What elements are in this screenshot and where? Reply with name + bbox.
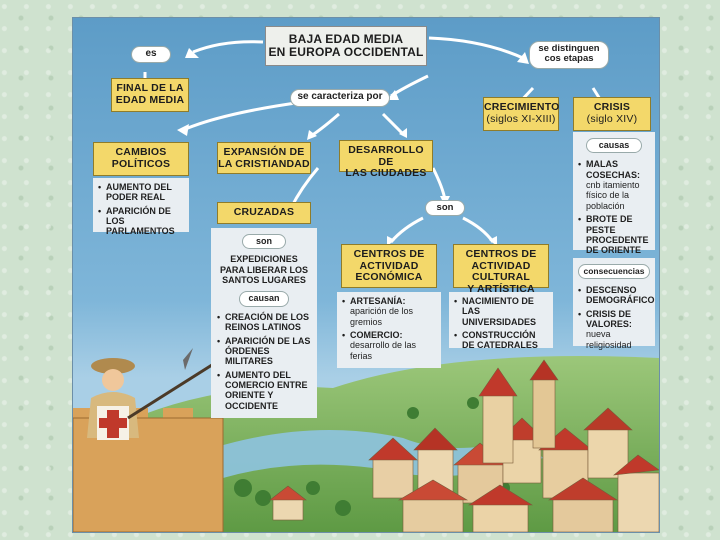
crisis-title: CRISIS xyxy=(593,101,631,113)
crecimiento-dates: (siglos XI-XIII) xyxy=(486,112,556,125)
cult-line-1: CENTROS DE xyxy=(465,248,537,260)
eco-line-1: CENTROS DE xyxy=(353,248,425,260)
cruzadas-box: CRUZADAS xyxy=(217,202,311,224)
expansion-cristiandad-box: EXPANSIÓN DE LA CRISTIANDAD xyxy=(217,142,311,174)
consecuencias-pill: consecuencias xyxy=(578,264,650,279)
link-son-center-text: son xyxy=(436,202,454,213)
causa-1-rest: cnb itamiento físico de la población xyxy=(586,180,640,211)
cambios-item-1: AUMENTO DEL PODER REAL xyxy=(98,182,184,203)
medieval-landscape-illustration xyxy=(73,348,659,532)
consecuencia-2-head: CRISIS DE VALORES: xyxy=(586,308,632,329)
cambios-politicos-box: CAMBIOS POLÍTICOS xyxy=(93,142,189,176)
causan-item-1: CREACIÓN DE LOS REINOS LATINOS xyxy=(217,312,311,333)
consecuencia-item-1: DESCENSO DEMOGRÁFICO xyxy=(578,285,655,306)
cambios-line-2: POLÍTICOS xyxy=(111,157,171,170)
concept-map-poster: BAJA EDAD MEDIA EN EUROPA OCCIDENTAL es … xyxy=(72,17,660,533)
causa-2-head: BROTE DE PESTE PROCEDENTE DE ORIENTE xyxy=(586,214,649,256)
cambios-items-panel: AUMENTO DEL PODER REAL APARICIÓN DE LOS … xyxy=(93,178,189,236)
expediciones-text: EXPEDICIONES PARA LIBERAR LOS SANTOS LUG… xyxy=(219,254,308,286)
link-se-distinguen-line-2: cos etapas xyxy=(544,52,594,64)
desarrollo-line-2: LAS CIUDADES xyxy=(345,167,427,180)
consecuencias-pill-text: consecuencias xyxy=(583,266,645,276)
eco-item-1-head: ARTESANÍA: xyxy=(350,296,406,306)
causan-pill-text: causan xyxy=(248,293,280,304)
causan-item-3: AUMENTO DEL COMERCIO ENTRE ORIENTE Y OCC… xyxy=(217,370,311,411)
final-line-1: FINAL DE LA xyxy=(116,82,184,94)
consecuencia-item-2: CRISIS DE VALORES: nueva religiosidad xyxy=(578,309,650,350)
expansion-line-2: LA CRISTIANDAD xyxy=(218,157,310,170)
son-pill-left-text: son xyxy=(255,236,272,246)
centros-cultural-box: CENTROS DE ACTIVIDAD CULTURAL Y ARTÍSTIC… xyxy=(453,244,549,294)
eco-item-2: COMERCIO: desarrollo de las ferias xyxy=(342,330,436,361)
link-son-center: son xyxy=(425,200,465,216)
final-edad-media-box: FINAL DE LA EDAD MEDIA xyxy=(111,78,189,112)
causan-pill: causan xyxy=(239,291,289,307)
eco-item-1: ARTESANÍA: aparición de los gremios xyxy=(342,296,436,327)
link-es: es xyxy=(131,46,171,63)
link-se-caracteriza: se caracteriza por xyxy=(290,89,390,107)
crisis-dates: (siglo XIV) xyxy=(586,112,638,125)
title-box: BAJA EDAD MEDIA EN EUROPA OCCIDENTAL xyxy=(265,26,427,66)
causas-pill: causas xyxy=(586,138,642,154)
cambios-line-1: CAMBIOS xyxy=(115,146,167,158)
desarrollo-line-1: DESARROLLO DE xyxy=(348,144,424,168)
causan-item-2: APARICIÓN DE LAS ÓRDENES MILITARES xyxy=(217,336,311,367)
causa-item-2: BROTE DE PESTE PROCEDENTE DE ORIENTE xyxy=(578,214,650,255)
cruzadas-text: CRUZADAS xyxy=(233,206,295,218)
cult-item-2: CONSTRUCCIÓN DE CATEDRALES xyxy=(454,330,548,351)
cult-item-1: NACIMIENTO DE LAS UNIVERSIDADES xyxy=(454,296,548,327)
eco-item-1-rest: aparición de los gremios xyxy=(350,306,414,327)
final-line-2: EDAD MEDIA xyxy=(115,93,185,106)
title-line-2: EN EUROPA OCCIDENTAL xyxy=(268,45,424,60)
crisis-box: CRISIS (siglo XIV) xyxy=(573,97,651,131)
link-se-distinguen: se distinguen cos etapas xyxy=(529,41,609,69)
crecimiento-box: CRECIMIENTO (siglos XI-XIII) xyxy=(483,97,559,131)
expansion-line-1: EXPANSIÓN DE xyxy=(223,146,305,158)
cult-line-2: ACTIVIDAD CULTURAL xyxy=(471,259,531,284)
link-se-distinguen-line-1: se distinguen xyxy=(538,43,600,54)
link-se-caracteriza-text: se caracteriza por xyxy=(297,91,383,102)
consecuencia-2-rest: nueva religiosidad xyxy=(586,329,632,350)
economica-items-panel: ARTESANÍA: aparición de los gremios COME… xyxy=(337,292,441,368)
crisis-consequences-panel: consecuencias DESCENSO DEMOGRÁFICO CRISI… xyxy=(573,258,655,350)
cult-line-3: Y ARTÍSTICA xyxy=(467,282,535,295)
crisis-causes-panel: causas MALAS COSECHAS: cnb itamiento fís… xyxy=(573,132,655,255)
son-pill-left: son xyxy=(242,234,286,250)
causa-item-1: MALAS COSECHAS: cnb itamiento físico de … xyxy=(578,159,650,211)
eco-line-3: ECONÓMICA xyxy=(355,271,423,284)
causas-pill-text: causas xyxy=(598,140,630,150)
eco-item-2-head: COMERCIO: xyxy=(350,330,403,341)
cruzadas-panel: son EXPEDICIONES PARA LIBERAR LOS SANTOS… xyxy=(211,228,317,418)
cultural-items-panel: NACIMIENTO DE LAS UNIVERSIDADES CONSTRUC… xyxy=(449,292,553,351)
desarrollo-ciudades-box: DESARROLLO DE LAS CIUDADES xyxy=(339,140,433,179)
consecuencia-1-head: DESCENSO DEMOGRÁFICO xyxy=(586,284,655,306)
eco-line-2: ACTIVIDAD xyxy=(359,259,419,272)
centros-economica-box: CENTROS DE ACTIVIDAD ECONÓMICA xyxy=(341,244,437,288)
cambios-item-2: APARICIÓN DE LOS PARLAMENTOS xyxy=(98,206,184,237)
causa-1-head: MALAS COSECHAS: xyxy=(586,159,641,180)
eco-item-2-rest: desarrollo de las ferias xyxy=(350,340,417,361)
crecimiento-title: CRECIMIENTO xyxy=(484,101,560,113)
title-line-1: BAJA EDAD MEDIA xyxy=(288,32,404,46)
link-es-text: es xyxy=(145,48,157,59)
